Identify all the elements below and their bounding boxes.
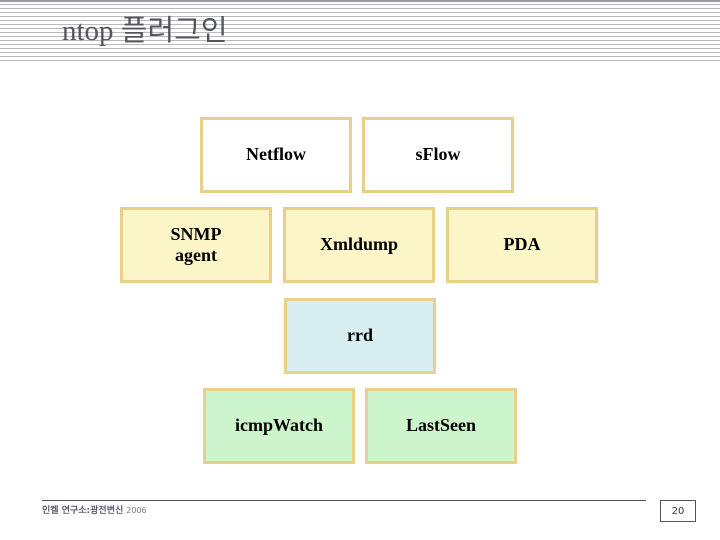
diagram-box-icmpwatch[interactable]: icmpWatch (203, 388, 355, 464)
diagram-box-netflow[interactable]: Netflow (200, 117, 352, 193)
diagram-box-label: SNMP agent (170, 223, 222, 265)
diagram-box-label: sFlow (415, 144, 461, 165)
page-number-box: 20 (660, 500, 696, 522)
footer-divider (42, 500, 646, 501)
diagram-box-lastseen[interactable]: LastSeen (365, 388, 517, 464)
diagram-box-label: Xmldump (319, 234, 399, 255)
footer-credit-text: 인켈 연구소:광전변신 (42, 506, 124, 516)
diagram-box-label: Netflow (246, 144, 306, 165)
diagram-box-label: LastSeen (405, 415, 476, 436)
page-title: ntop 플러그인 (62, 15, 228, 47)
header-top-rule (0, 0, 720, 2)
page-number: 20 (671, 505, 685, 517)
diagram-box-label: PDA (503, 234, 541, 255)
diagram-box-label: rrd (347, 325, 373, 346)
footer-year: 2006 (126, 506, 147, 515)
diagram-box-label: icmpWatch (235, 415, 323, 436)
diagram-box-sflow[interactable]: sFlow (362, 117, 514, 193)
header-stripe-band (0, 0, 720, 62)
diagram-box-snmp-agent[interactable]: SNMP agent (120, 207, 272, 283)
diagram-box-rrd[interactable]: rrd (284, 298, 436, 374)
diagram-box-pda[interactable]: PDA (446, 207, 598, 283)
diagram-box-xmldump[interactable]: Xmldump (283, 207, 435, 283)
